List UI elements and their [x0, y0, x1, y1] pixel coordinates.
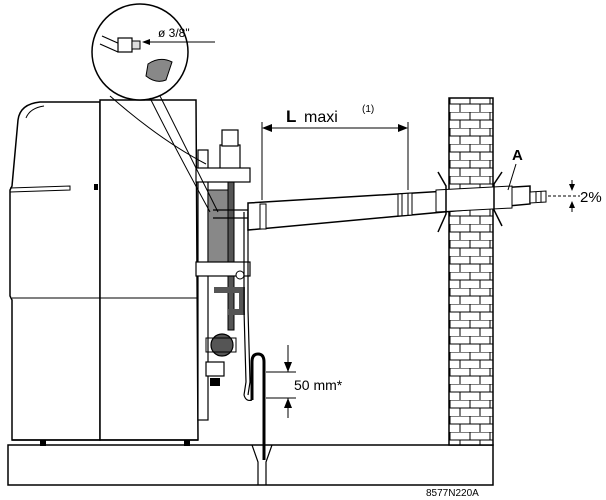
- detail-inset: [91, 3, 219, 213]
- terminal-leader: [507, 163, 517, 191]
- siphon-height-dimension: [266, 345, 296, 418]
- terminal-label: A: [512, 147, 523, 164]
- brick-wall: [448, 97, 494, 446]
- boiler-cabinet: [9, 99, 199, 446]
- floor-slab: [7, 444, 494, 486]
- slope-label: 2%: [580, 189, 602, 206]
- slope-indicator: [548, 180, 580, 212]
- length-text-label: maxi: [304, 109, 338, 126]
- siphon-height-label: 50 mm*: [294, 377, 343, 393]
- diameter-label: ø 3/8": [158, 26, 190, 40]
- reference-label: 8577N220A: [426, 488, 479, 499]
- length-dimension: [261, 122, 409, 200]
- condensate-drain: [243, 212, 266, 460]
- flue-pipe: [213, 171, 547, 233]
- length-note-label: (1): [362, 104, 374, 115]
- length-letter-label: L: [286, 107, 296, 126]
- hydraulic-module: [195, 129, 251, 421]
